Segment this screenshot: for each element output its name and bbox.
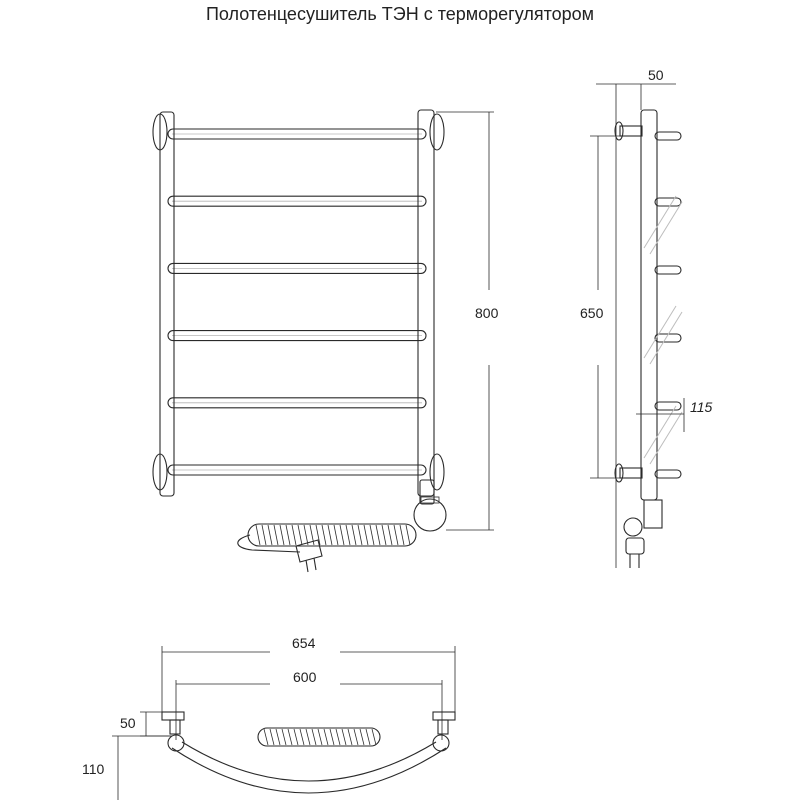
wall-mount-top-right: [429, 113, 445, 151]
thermostat-collar: [420, 496, 440, 504]
dimension-600: 600: [175, 669, 443, 740]
side-rung-stub: [654, 401, 682, 411]
side-rungs: [654, 131, 682, 479]
plan-mount-right: [432, 711, 456, 752]
rung: [167, 195, 427, 207]
side-rung-stub: [654, 469, 682, 479]
heater-neck: [419, 479, 435, 505]
dimension-115-label: 115: [690, 399, 713, 415]
dimension-110-label: 110: [82, 761, 105, 777]
dimension-600-label: 600: [293, 669, 317, 685]
wall-mount-bottom-left: [152, 453, 168, 491]
dimension-115: 115: [636, 398, 713, 432]
dimension-50-side: 50: [596, 67, 676, 110]
side-thermostat: [623, 517, 643, 537]
rung: [167, 397, 427, 409]
dimension-800-label: 800: [475, 305, 499, 321]
wall-mount-top-left: [152, 113, 168, 151]
dimension-650-label: 650: [580, 305, 604, 321]
plan-mount-left: [161, 711, 185, 752]
dimension-50-label: 50: [648, 67, 664, 83]
side-heater-box: [643, 499, 663, 529]
dimension-650: 650: [580, 135, 620, 479]
plan-coil: [257, 727, 381, 747]
thermostat-knob: [413, 498, 447, 532]
dimension-50-plan-label: 50: [120, 715, 136, 731]
coiled-cord: [237, 523, 417, 553]
dimension-654-label: 654: [292, 635, 316, 651]
dimension-50-plan: 50: [120, 711, 172, 737]
rung: [167, 262, 427, 274]
side-rung-stub: [654, 131, 682, 141]
plug-icon: [295, 539, 323, 573]
right-pipe: [417, 109, 435, 497]
plan-view: 654 600: [82, 635, 456, 800]
side-mount-bottom: [614, 463, 643, 483]
left-pipe: [159, 111, 175, 497]
dimension-800: 800: [436, 111, 499, 531]
curved-rung-inner: [181, 741, 437, 782]
dimension-110: 110: [82, 735, 172, 800]
rungs: [167, 128, 427, 476]
side-rung-stub: [654, 197, 682, 207]
rung: [167, 128, 427, 140]
drawing-title: Полотенцесушитель ТЭН с терморегулятором: [205, 4, 595, 24]
side-rung-stub: [654, 265, 682, 275]
dimension-654: 654: [161, 635, 456, 716]
front-view: 800: [152, 109, 499, 573]
side-plug-icon: [625, 537, 645, 568]
rung: [167, 464, 427, 476]
side-mount-top: [614, 121, 643, 141]
curved-rung-outer: [171, 747, 447, 794]
wall-mount-bottom-right: [429, 453, 445, 491]
rung: [167, 330, 427, 342]
ghost-rungs: [643, 195, 683, 465]
side-view: 50 650 115: [580, 67, 713, 568]
